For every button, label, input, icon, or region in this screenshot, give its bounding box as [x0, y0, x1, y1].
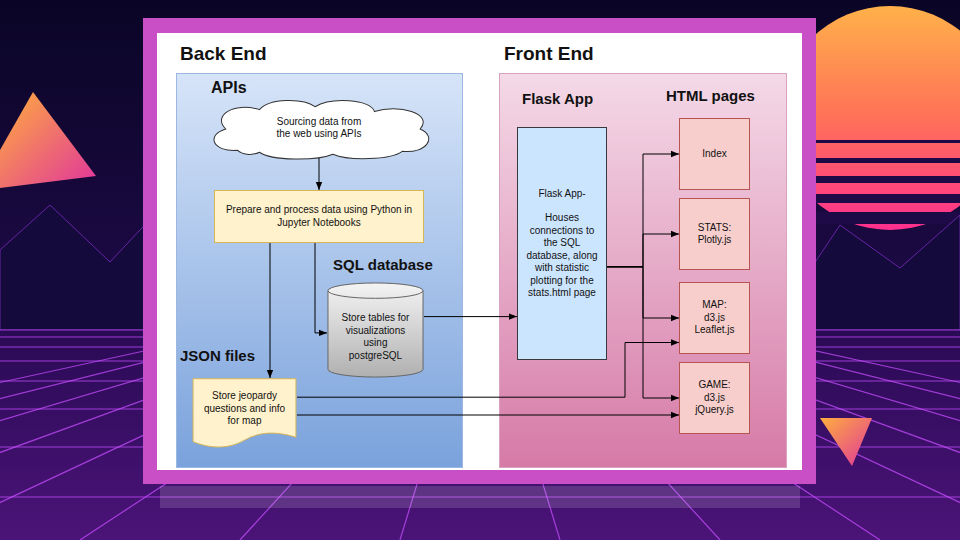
text-area: Index — [684, 125, 745, 183]
label-holder: HTML pages — [666, 87, 755, 104]
text-stack: STATS:Plotly.js — [698, 222, 732, 247]
box-text: Flask App- — [538, 188, 585, 201]
text-stack: Store tables for visualizations using po… — [336, 312, 416, 362]
doc-outline — [192, 378, 297, 452]
column-heading: HTML pages — [666, 87, 755, 104]
text-area: STATS:Plotly.js — [684, 205, 745, 263]
connector-arrow — [297, 415, 679, 416]
html-page-box: GAME:d3.jsjQuery.js — [679, 362, 750, 434]
api-cloud: APIsSourcing data from the web using API… — [200, 98, 438, 160]
text-stack: Flask App- Houses connections to the SQL … — [524, 188, 600, 300]
box-text: MAP: — [702, 299, 726, 312]
html-page-box: MAP:d3.jsLeaflet.js — [679, 282, 750, 354]
box-text: d3.js — [704, 312, 725, 325]
connector-arrow — [319, 158, 320, 190]
text-stack: MAP:d3.jsLeaflet.js — [694, 299, 734, 337]
text-stack: GAME:d3.jsjQuery.js — [695, 379, 734, 417]
heading-holder: Front End — [504, 43, 594, 65]
text-stack: Sourcing data from the web using APIs — [269, 116, 369, 141]
left-triangle — [0, 92, 96, 188]
text-area: Prepare and process data using Python in… — [220, 196, 418, 237]
right-triangle — [820, 418, 872, 466]
box-text: STATS: — [698, 222, 732, 235]
card-frame — [143, 18, 816, 484]
text-stack: Store jeopardy questions and info for ma… — [202, 390, 288, 428]
process-box: Prepare and process data using Python in… — [214, 190, 424, 243]
html-page-box: Index — [679, 118, 750, 190]
text-area: Sourcing data from the web using APIs — [216, 108, 422, 148]
text-area: MAP:d3.jsLeaflet.js — [684, 289, 745, 347]
connector-arrow — [424, 316, 517, 317]
connector-arrow — [270, 243, 271, 378]
heading-holder: SQL database — [333, 256, 433, 273]
heading-text: APIs — [211, 79, 247, 97]
heading-text: Flask App — [522, 90, 593, 107]
text-stack: Index — [702, 148, 726, 161]
heading-holder: JSON files — [180, 347, 255, 364]
text-area: GAME:d3.jsjQuery.js — [684, 369, 745, 427]
box-text: Sourcing data from the web using APIs — [269, 116, 369, 141]
box-text: Plotly.js — [698, 234, 732, 247]
heading-holder: Flask App — [522, 90, 593, 107]
card-reflection — [160, 486, 800, 508]
heading-text: SQL database — [333, 256, 433, 273]
json-document: JSON filesStore jeopardy questions and i… — [192, 378, 297, 452]
box-text: GAME: — [698, 379, 730, 392]
box-text: Leaflet.js — [694, 324, 734, 337]
heading-text: Back End — [180, 43, 267, 65]
database-cylinder: SQL databaseStore tables for visualizati… — [327, 282, 424, 378]
text-area: Store jeopardy questions and info for ma… — [200, 384, 289, 434]
text-stack: Prepare and process data using Python in… — [220, 204, 418, 229]
heading-holder: Back End — [180, 43, 267, 65]
box-text: Index — [702, 148, 726, 161]
box-text: Store tables for visualizations using po… — [336, 312, 416, 362]
front-end-panel: Front EndFlask AppFlask App-Houses conne… — [499, 73, 787, 468]
flask-app-box: Flask AppFlask App-Houses connections to… — [517, 127, 607, 360]
box-text: Store jeopardy questions and info for ma… — [202, 390, 288, 428]
heading-text: JSON files — [180, 347, 255, 364]
html-page-box: STATS:Plotly.js — [679, 198, 750, 270]
text-area: Flask App- Houses connections to the SQL … — [524, 136, 600, 351]
heading-holder: APIs — [211, 79, 247, 97]
box-text: Prepare and process data using Python in… — [220, 204, 418, 229]
card — [157, 33, 802, 470]
back-end-panel: Back EndAPIsSourcing data from the web u… — [176, 73, 463, 468]
text-area: Store tables for visualizations using po… — [333, 304, 418, 370]
box-text: d3.js — [704, 392, 725, 405]
heading-text: Front End — [504, 43, 594, 65]
box-text: Houses connections to the SQL database, … — [524, 212, 600, 300]
box-text: jQuery.js — [695, 404, 734, 417]
